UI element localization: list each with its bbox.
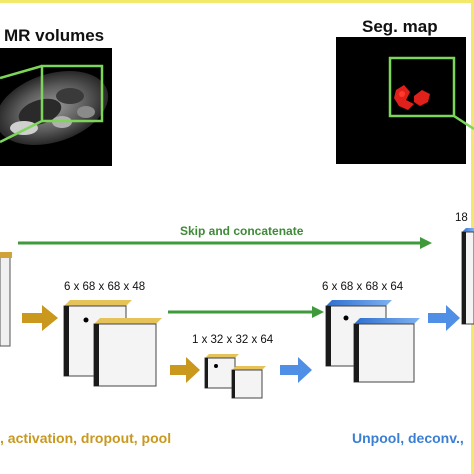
encoder-block-level1 (63, 300, 162, 387)
encoder-caption: , activation, dropout, pool (0, 430, 172, 446)
skip-arrow-top (18, 237, 432, 249)
output-block (461, 228, 474, 325)
skip-connection-label: Skip and concatenate (180, 224, 304, 238)
decoder-arrow-1 (280, 357, 312, 383)
decoder-dim-label: 6 x 68 x 68 x 64 (322, 281, 404, 293)
seg-map-image (336, 37, 474, 164)
mr-volume-image (0, 48, 112, 166)
mr-volumes-title: MR volumes (4, 26, 105, 45)
bottleneck-block (204, 354, 266, 399)
input-block (0, 252, 12, 347)
skip-arrow-middle (168, 306, 324, 318)
seg-map-title: Seg. map (362, 17, 438, 36)
encoder-arrow-2 (170, 357, 200, 383)
mr-zoom-box (0, 64, 104, 144)
encoder-dim-label: 6 x 68 x 68 x 48 (64, 281, 146, 293)
output-dim-label: 18 (455, 212, 468, 224)
encoder-arrow-1 (22, 305, 58, 331)
decoder-block-level1 (325, 300, 420, 383)
decoder-arrow-2 (428, 305, 460, 331)
bottleneck-dim-label: 1 x 32 x 32 x 64 (192, 334, 274, 346)
decoder-caption: Unpool, deconv., (352, 430, 464, 446)
